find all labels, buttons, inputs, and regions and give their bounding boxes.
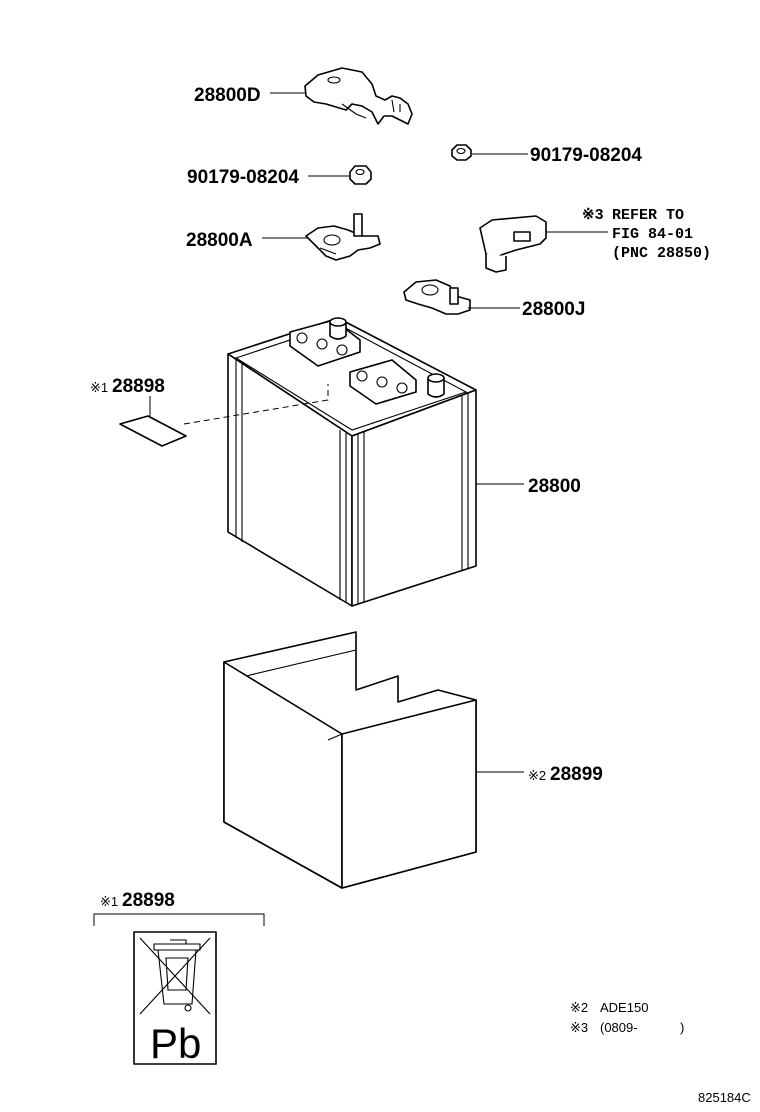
recycle-label-bracket <box>93 913 265 926</box>
recycle-label-mark: ※1 <box>100 894 118 909</box>
label-terminal-negative[interactable]: 28800J <box>522 299 585 320</box>
note-1-mark: ※2 <box>570 1000 588 1015</box>
label-clamp-bracket[interactable]: 28800D <box>194 85 261 106</box>
label-nut-left[interactable]: 90179-08204 <box>187 167 299 188</box>
wheelie-bin-icon <box>153 939 201 1005</box>
leader-label-sheet-dashed <box>183 384 329 425</box>
note-2-close: ) <box>680 1020 684 1035</box>
sensor-ref-mark: ※3 <box>582 207 604 224</box>
label-nut-right[interactable]: 90179-08204 <box>530 145 642 166</box>
cross-out-mark <box>139 937 211 1015</box>
label-battery[interactable]: 28800 <box>528 476 581 497</box>
note-1-text: ADE150 <box>600 1000 648 1015</box>
figure-code: 825184C <box>698 1090 751 1105</box>
sensor-ref-line2: FIG 84-01 <box>612 226 693 243</box>
recycle-label-text: Pb <box>150 1020 201 1067</box>
sensor-ref-line1: REFER TO <box>612 207 684 224</box>
label-battery-tray[interactable]: 28899 <box>550 764 603 785</box>
clamp-bracket-drawing[interactable] <box>304 67 413 125</box>
note-2-mark: ※3 <box>570 1020 588 1035</box>
label-label-sheet[interactable]: 28898 <box>112 376 165 397</box>
label-recycle-label[interactable]: 28898 <box>122 890 175 911</box>
nut-left-drawing[interactable] <box>349 165 372 185</box>
recycle-label-drawing[interactable]: Pb <box>133 931 217 1067</box>
sensor-ref-line3: (PNC 28850) <box>612 245 711 262</box>
label-sheet-drawing[interactable] <box>119 415 187 447</box>
battery-drawing[interactable] <box>227 317 477 607</box>
label-sheet-mark: ※1 <box>90 380 108 395</box>
label-terminal-positive[interactable]: 28800A <box>186 230 253 251</box>
terminal-negative-drawing[interactable] <box>403 279 471 315</box>
battery-tray-mark: ※2 <box>528 768 546 783</box>
terminal-positive-drawing[interactable] <box>305 213 381 261</box>
battery-tray-drawing[interactable] <box>223 631 477 889</box>
battery-sensor-drawing[interactable] <box>479 215 547 273</box>
note-2-text: (0809- <box>600 1020 638 1035</box>
nut-right-drawing[interactable] <box>451 144 472 161</box>
